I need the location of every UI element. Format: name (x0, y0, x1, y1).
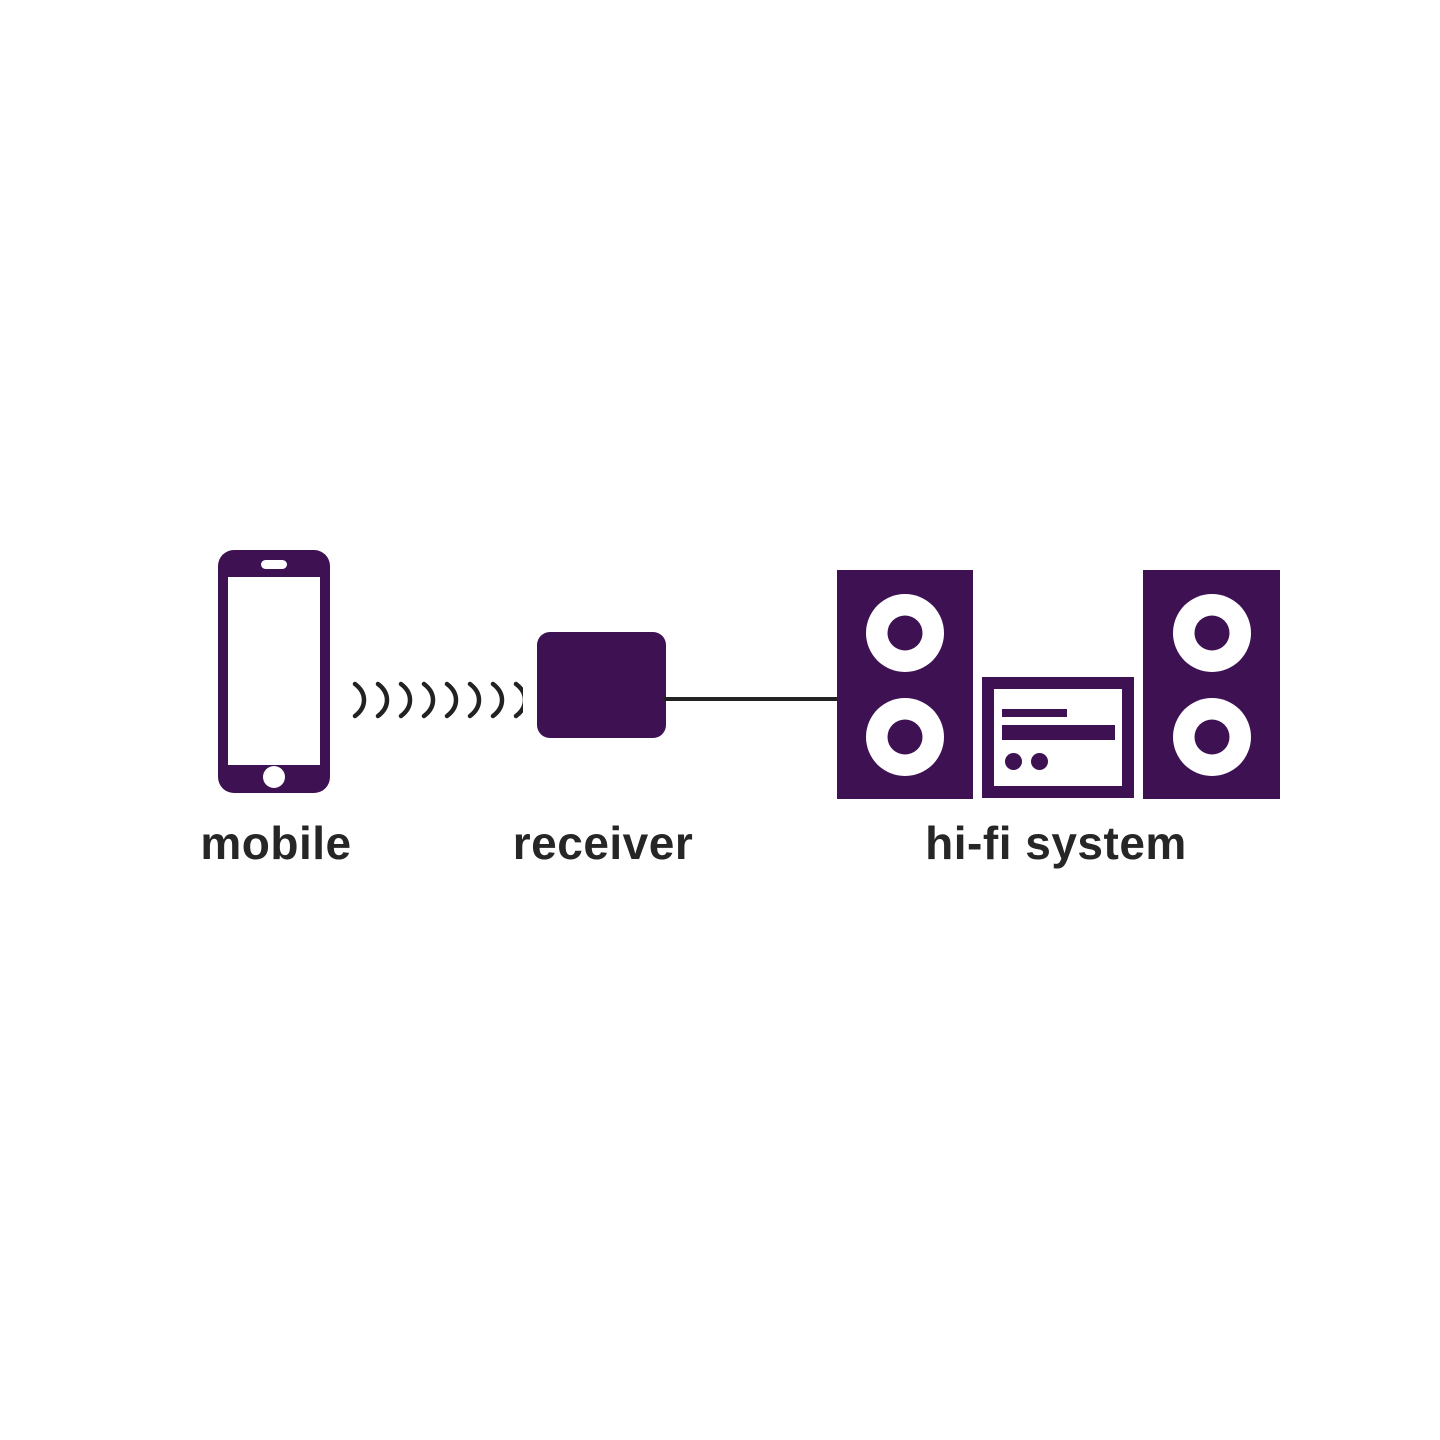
phone-earpiece-slot (261, 560, 287, 569)
hifi-system-label: hi-fi system (925, 817, 1187, 869)
stereo-knob (1005, 753, 1022, 770)
receiver-label: receiver (512, 817, 694, 869)
hifi-left-speaker-icon (837, 570, 973, 799)
smartphone-icon (218, 550, 330, 793)
speaker-driver-center (1194, 615, 1229, 651)
phone-home-button (263, 766, 285, 788)
speaker-driver (1172, 594, 1251, 672)
speaker-driver (866, 594, 944, 672)
mobile-label: mobile (200, 817, 352, 869)
audio-cable-line (664, 697, 840, 701)
speaker-driver (866, 698, 944, 776)
speaker-driver (1172, 698, 1251, 776)
hifi-right-speaker-icon (1143, 570, 1280, 799)
stereo-knob (1031, 753, 1048, 770)
speaker-driver-center (1194, 719, 1229, 755)
phone-screen (228, 577, 320, 765)
wireless-signal-icon (352, 681, 523, 719)
speaker-driver-center (887, 615, 923, 651)
hifi-stereo-unit-icon (982, 677, 1134, 798)
stereo-display-bar (1002, 725, 1115, 740)
speaker-driver-center (887, 719, 923, 755)
wave-arcs (352, 681, 523, 719)
stereo-display-bar (1002, 709, 1067, 717)
receiver-box-icon (537, 632, 666, 738)
